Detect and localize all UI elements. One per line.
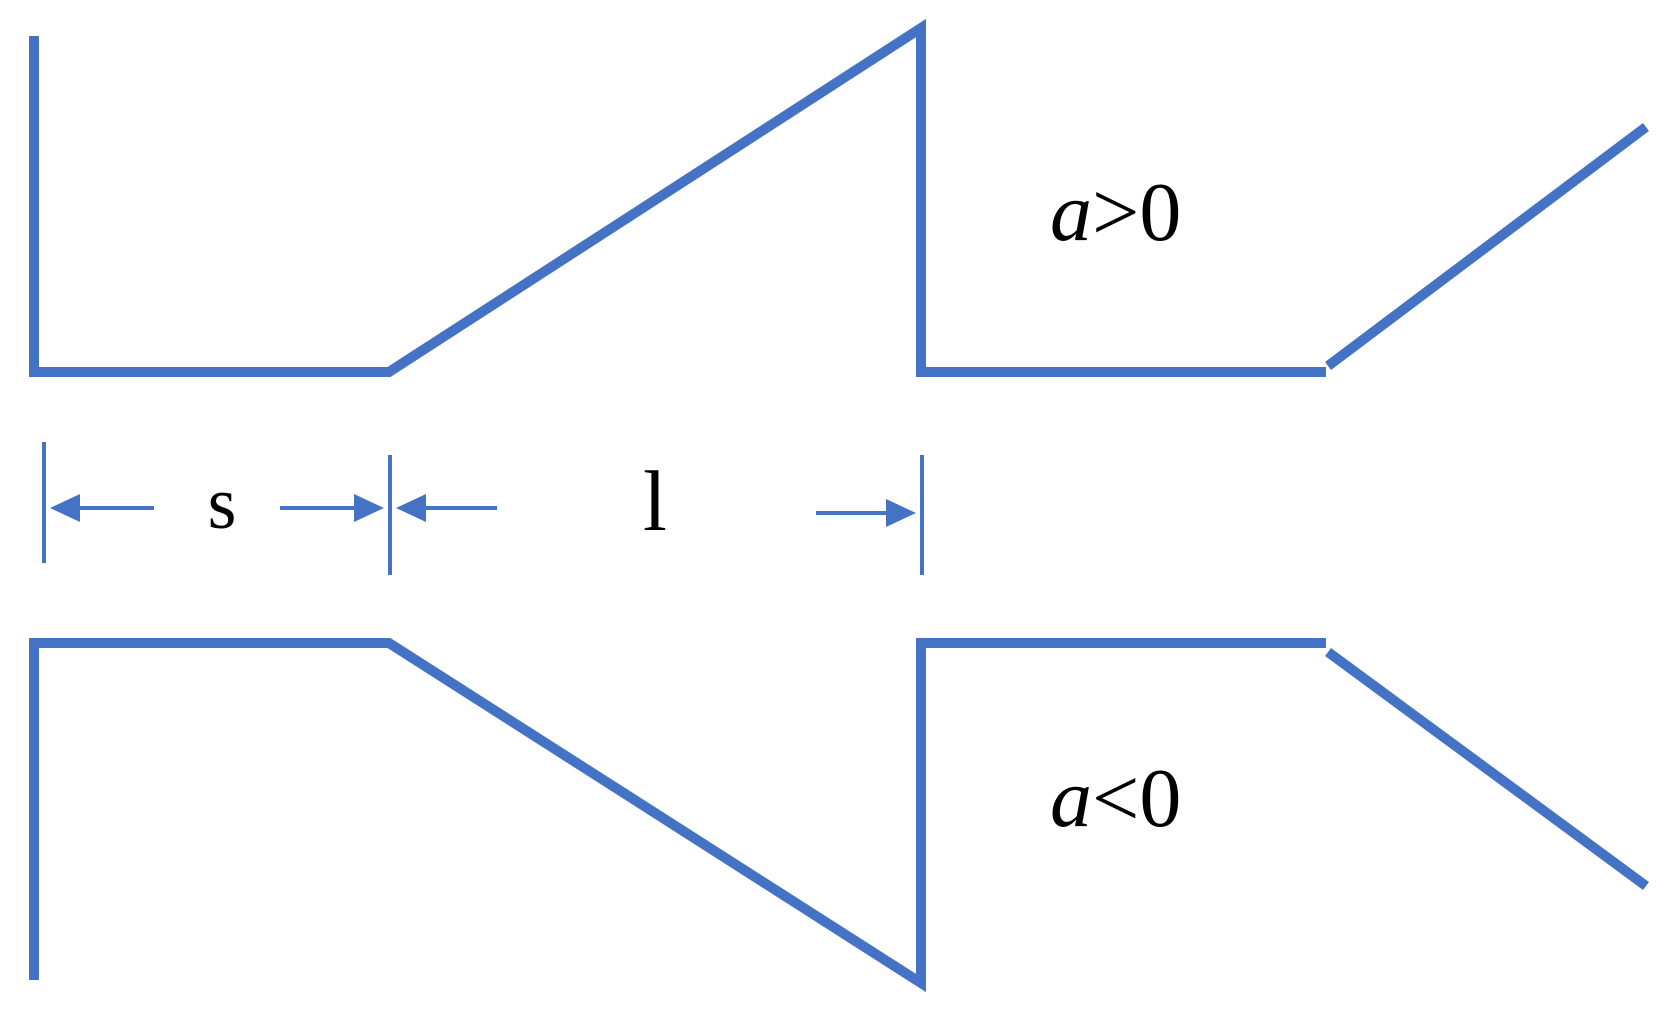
condition-label-negative: a<0 xyxy=(1050,752,1181,845)
relation-negative: <0 xyxy=(1092,752,1181,845)
upper-waveform xyxy=(29,18,1326,377)
lower-waveform-tail xyxy=(1325,647,1649,891)
relation-positive: >0 xyxy=(1092,166,1181,259)
variable-a-negative: a xyxy=(1050,752,1092,845)
s-arrow-right-head xyxy=(354,494,384,522)
upper-waveform-tail xyxy=(1324,123,1650,370)
variable-a-positive: a xyxy=(1050,166,1092,259)
dimension-label-s: s xyxy=(208,463,237,545)
lower-waveform xyxy=(29,638,1326,993)
s-arrow-left-head xyxy=(50,494,80,522)
l-arrow-right-head xyxy=(886,499,916,527)
condition-label-positive: a>0 xyxy=(1050,166,1181,259)
dimension-label-l: l xyxy=(643,453,667,549)
l-arrow-left-head xyxy=(396,494,426,522)
